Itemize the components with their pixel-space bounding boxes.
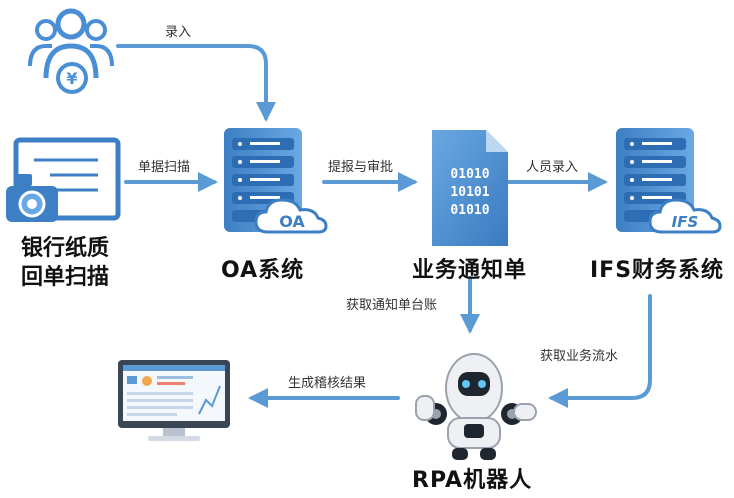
camera-icon <box>6 174 58 222</box>
node-ifs-label: IFS财务系统 <box>590 258 725 283</box>
edge-label-staff: 人员录入 <box>526 160 579 175</box>
ifs-server-icon <box>616 128 722 234</box>
arrows <box>116 44 652 408</box>
node-robot-label: RPA机器人 <box>412 468 533 493</box>
edge-label-flow: 获取业务流水 <box>540 349 619 364</box>
arrow-flow <box>548 294 652 408</box>
edge-label-input: 录入 <box>165 25 192 40</box>
binary-line-3: 01010 <box>450 203 489 218</box>
users-yen-icon <box>28 8 114 94</box>
node-oa-label: OA系统 <box>221 258 305 283</box>
node-scan-line2: 回单扫描 <box>20 265 109 290</box>
yen-symbol: ¥ <box>66 69 77 88</box>
node-scan-line1: 银行纸质 <box>20 236 109 261</box>
oa-badge: OA <box>279 212 305 231</box>
oa-cloud-icon <box>254 198 328 234</box>
notice-document-icon <box>432 130 508 246</box>
edge-label-ledger: 获取通知单台账 <box>346 298 438 313</box>
ifs-cloud-icon <box>648 198 722 234</box>
edge-label-scan: 单据扫描 <box>138 160 191 175</box>
node-notice-label: 业务通知单 <box>412 258 528 283</box>
oa-server-icon <box>224 128 328 234</box>
binary-line-1: 01010 <box>450 167 489 182</box>
node-scan-label: 银行纸质 回单扫描 <box>10 234 120 292</box>
arrow-input <box>116 44 276 122</box>
monitor-icon <box>118 360 230 441</box>
robot-icon <box>415 353 537 460</box>
edge-label-result: 生成稽核结果 <box>288 376 367 391</box>
binary-line-2: 10101 <box>450 185 489 200</box>
ifs-badge: IFS <box>672 213 699 231</box>
edge-label-submit: 提报与审批 <box>328 160 394 175</box>
